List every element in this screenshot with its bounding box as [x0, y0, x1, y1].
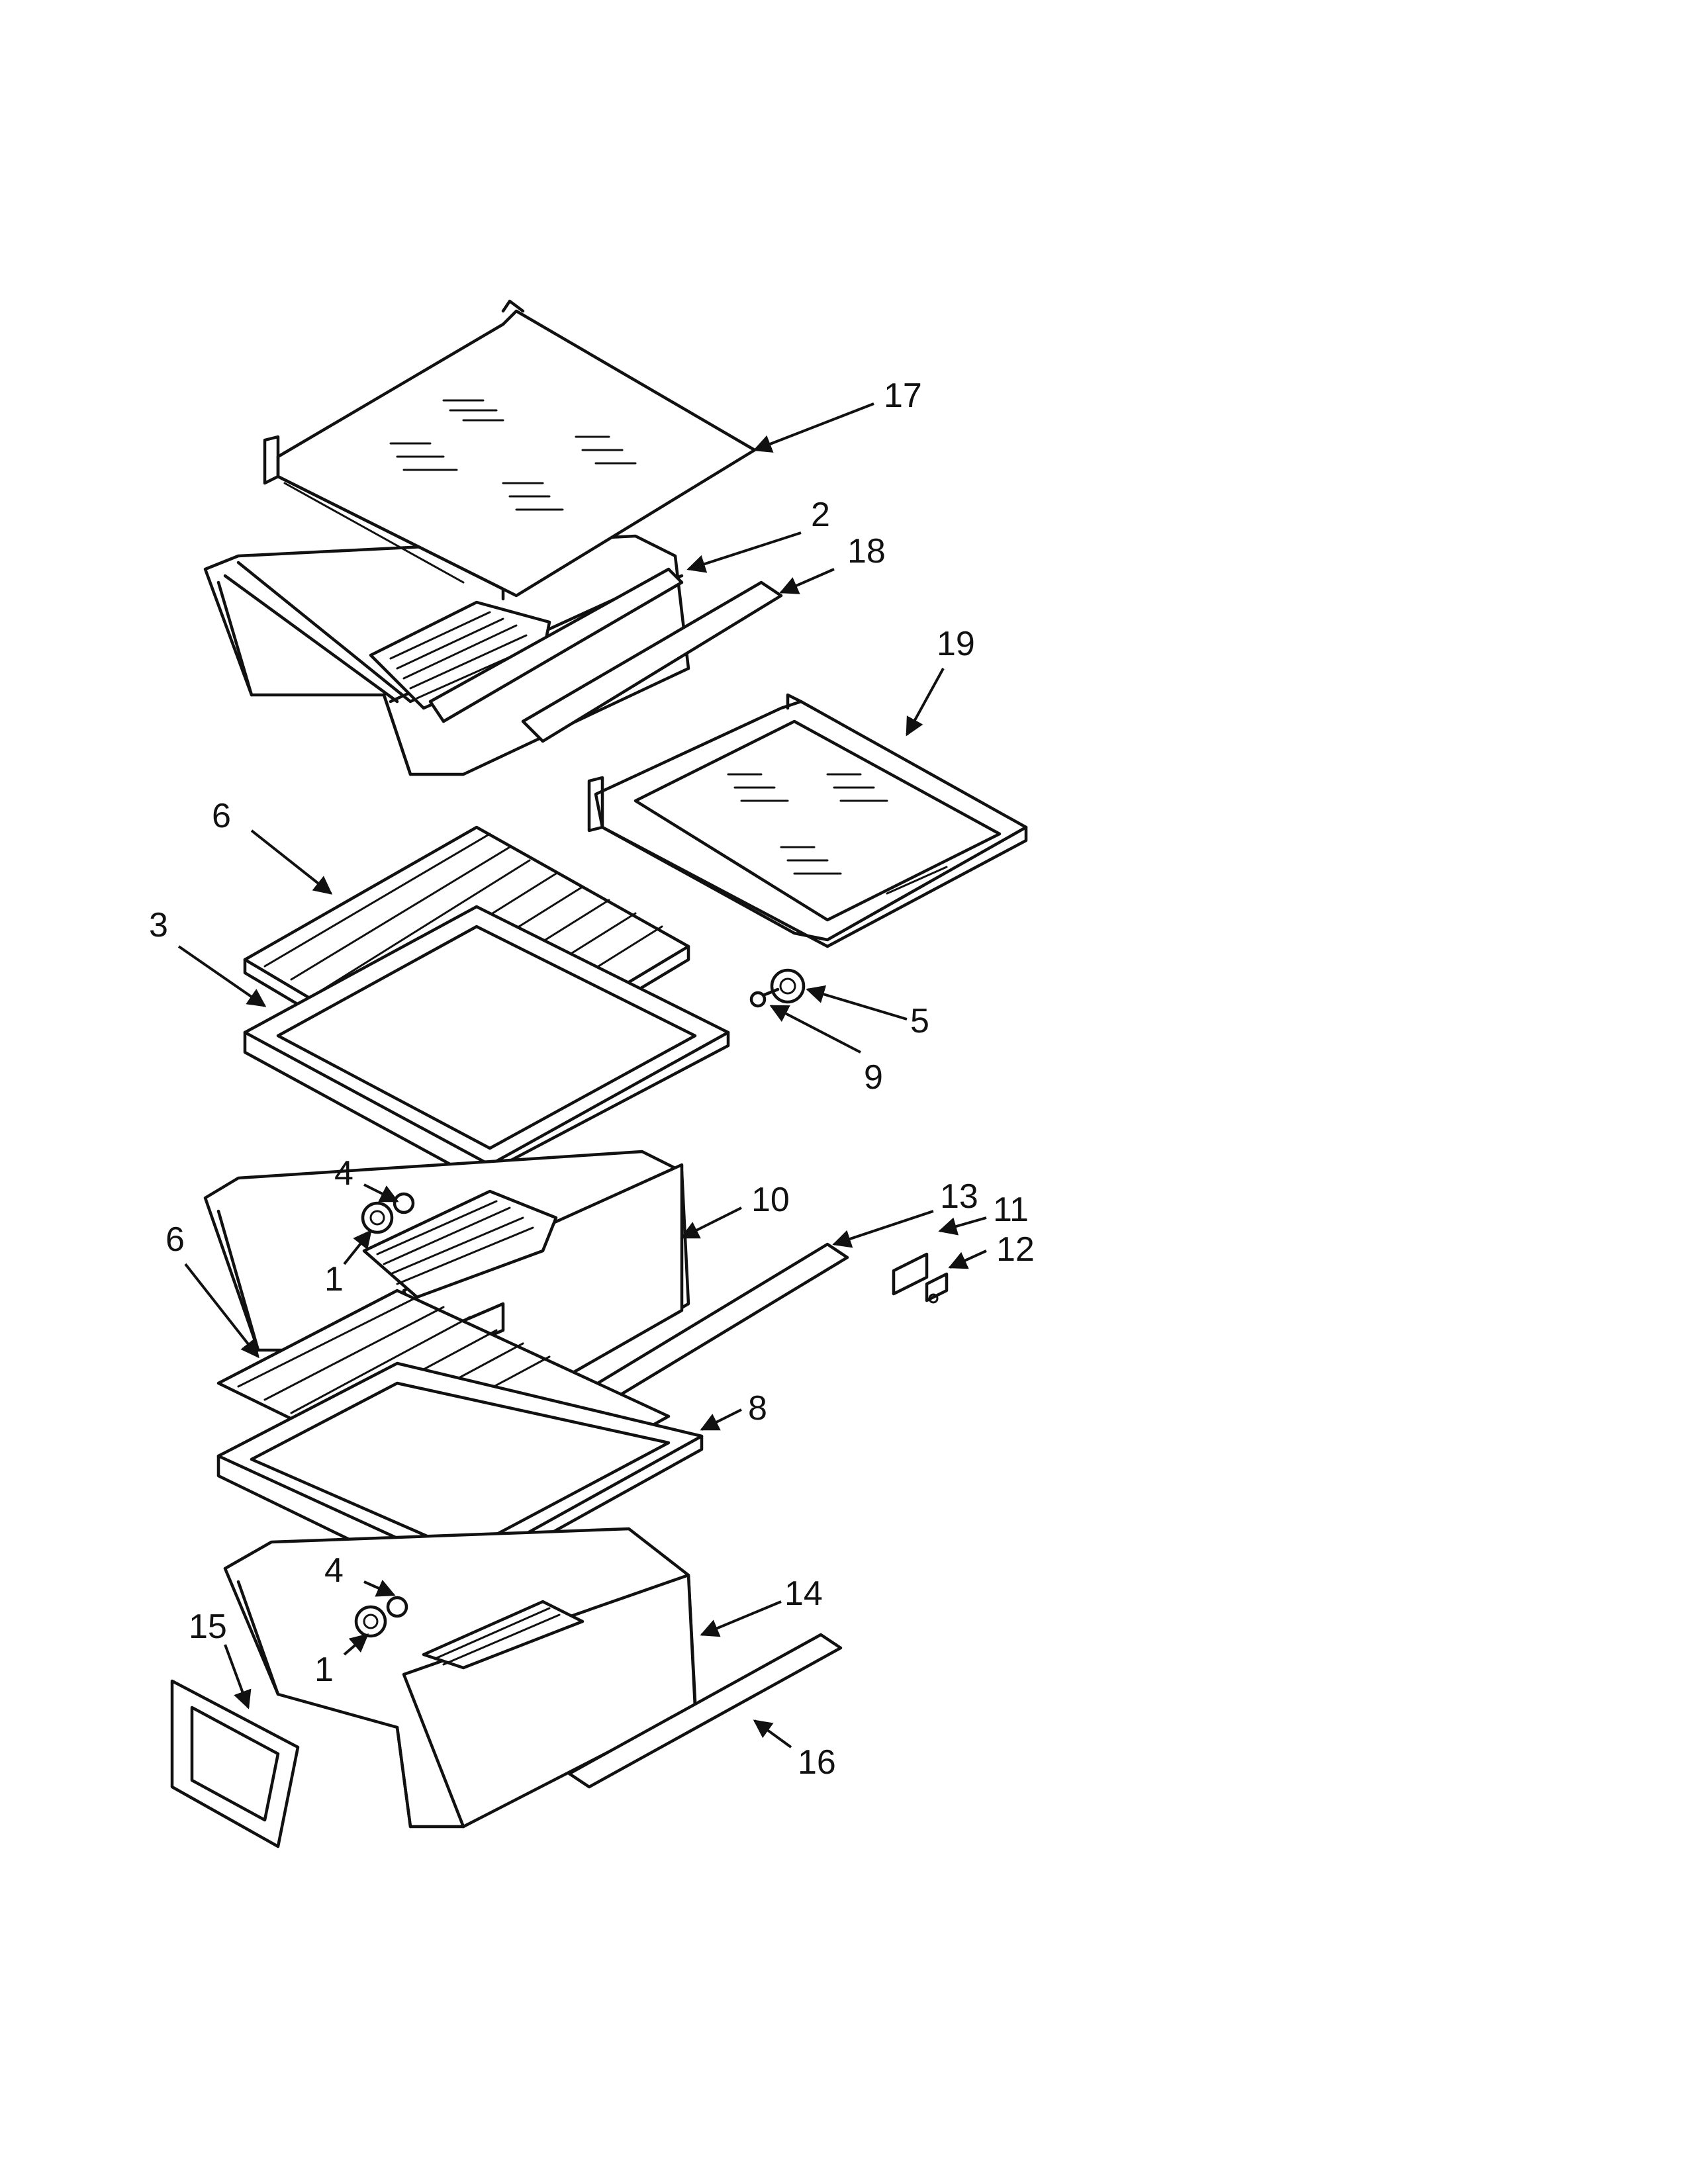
part-11 — [892, 1252, 929, 1296]
callout-9: 9 — [864, 1058, 883, 1097]
callout-8: 8 — [748, 1389, 767, 1428]
leader-11 — [938, 1216, 987, 1236]
leader-16 — [753, 1719, 792, 1749]
callout-13: 13 — [940, 1177, 978, 1216]
part-12 — [925, 1272, 949, 1304]
drawer-trim-16 — [567, 1633, 843, 1789]
leader-5 — [806, 985, 908, 1021]
callout-17: 17 — [884, 377, 922, 415]
callout-14: 14 — [784, 1574, 823, 1613]
leader-2 — [686, 531, 802, 573]
drawer-trim-18 — [521, 580, 783, 743]
label-plate-15 — [170, 1679, 300, 1848]
callout-1-lower: 1 — [314, 1651, 334, 1689]
leader-6-lower — [184, 1263, 259, 1359]
leader-3 — [177, 945, 267, 1007]
leader-15 — [224, 1644, 252, 1709]
leader-8 — [700, 1408, 742, 1431]
glass-shelf-19 — [587, 693, 1028, 948]
callout-5: 5 — [910, 1002, 929, 1040]
top-crisper-drawer — [203, 534, 690, 776]
callout-11: 11 — [993, 1191, 1029, 1229]
middle-drawer-grille — [362, 1189, 558, 1299]
leader-18 — [779, 568, 835, 594]
callout-6-lower: 6 — [165, 1220, 185, 1259]
leader-4-upper — [363, 1183, 399, 1203]
leader-4-lower — [363, 1579, 396, 1597]
callout-1-upper: 1 — [324, 1260, 344, 1298]
drawer-handle-2 — [428, 567, 684, 723]
leader-9 — [769, 1005, 861, 1054]
callout-4-lower: 4 — [324, 1551, 344, 1590]
glass-reflection-marks — [727, 773, 888, 875]
leader-1-lower — [343, 1633, 369, 1656]
bottom-drawer-grille — [422, 1600, 585, 1670]
callout-6-upper: 6 — [212, 797, 231, 835]
callout-12: 12 — [996, 1230, 1035, 1269]
callout-4-upper: 4 — [334, 1154, 353, 1193]
cover-frame-8 — [216, 1361, 704, 1590]
callout-3: 3 — [149, 906, 168, 944]
callout-19: 19 — [937, 625, 975, 663]
leader-6-upper — [250, 829, 333, 895]
callout-18: 18 — [847, 532, 886, 570]
leader-17 — [753, 402, 874, 453]
roller-1-4-upper — [361, 1192, 415, 1234]
roller-1-4-lower — [354, 1596, 408, 1638]
callout-16: 16 — [798, 1743, 836, 1782]
callout-2: 2 — [811, 496, 830, 534]
leader-14 — [700, 1600, 782, 1637]
leader-12 — [948, 1250, 987, 1269]
callout-15: 15 — [189, 1608, 227, 1646]
bottom-crisper-drawer-14 — [223, 1527, 697, 1829]
leader-1-upper — [343, 1229, 372, 1265]
callout-labels: 17 2 18 19 6 3 5 9 4 1 10 13 11 12 6 8 4… — [149, 377, 1035, 1782]
leader-10 — [680, 1206, 742, 1239]
roller-5-9 — [749, 968, 806, 1008]
glass-shelf-17 — [263, 299, 757, 601]
leader-lines — [177, 402, 987, 1749]
leader-13 — [832, 1210, 934, 1248]
callout-10: 10 — [751, 1181, 790, 1219]
glass-reflection-marks — [389, 399, 637, 511]
leader-19 — [906, 668, 945, 737]
